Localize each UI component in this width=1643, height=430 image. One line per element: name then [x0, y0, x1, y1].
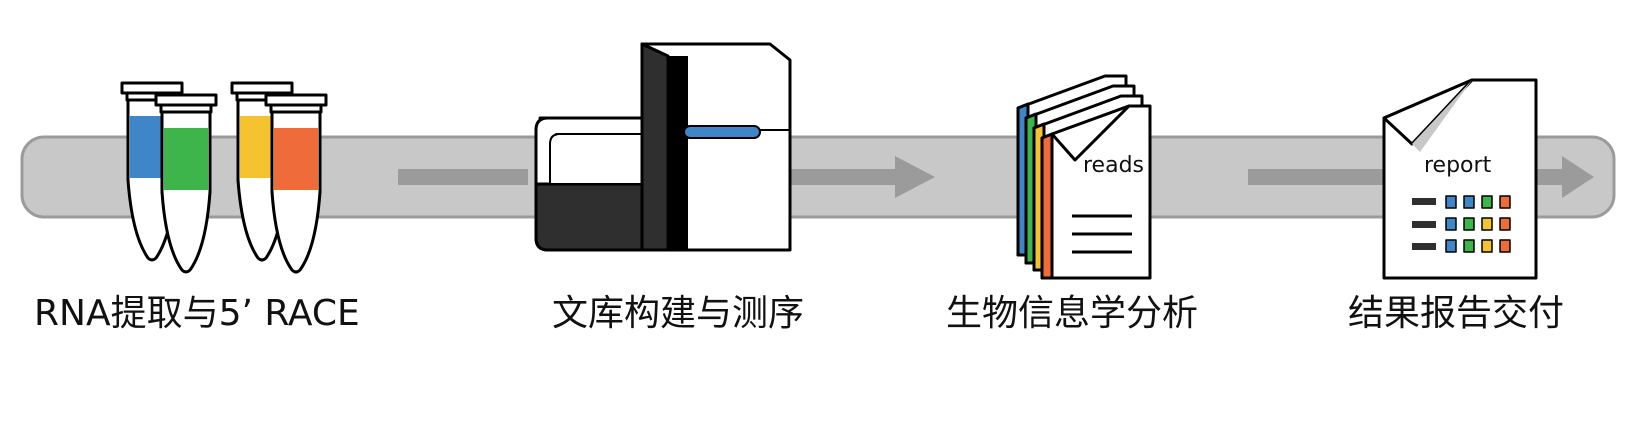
report-document-icon: report: [1382, 78, 1538, 280]
report-text: report: [1424, 153, 1492, 178]
arrow-1: [398, 169, 528, 185]
file-front: [1040, 104, 1152, 280]
arrow-3: [1248, 169, 1388, 185]
step-label-library-sequencing: 文库构建与测序: [552, 293, 805, 334]
step-label-bioinformatics: 生物信息学分析: [946, 293, 1199, 334]
reads-files-icon: reads: [1016, 74, 1152, 280]
report-grid: [1445, 195, 1511, 253]
tube-orange: [264, 93, 328, 274]
tube-green: [154, 93, 218, 274]
step-label-rna-extraction: RNA提取与5’ RACE: [34, 293, 360, 334]
arrow-2: [790, 156, 935, 198]
sample-tubes-icon: [120, 81, 328, 274]
step-label-report-delivery: 结果报告交付: [1348, 293, 1565, 334]
sequencer-icon: [534, 42, 792, 252]
reads-text: reads: [1083, 153, 1144, 178]
arrow-4: [1530, 156, 1594, 198]
